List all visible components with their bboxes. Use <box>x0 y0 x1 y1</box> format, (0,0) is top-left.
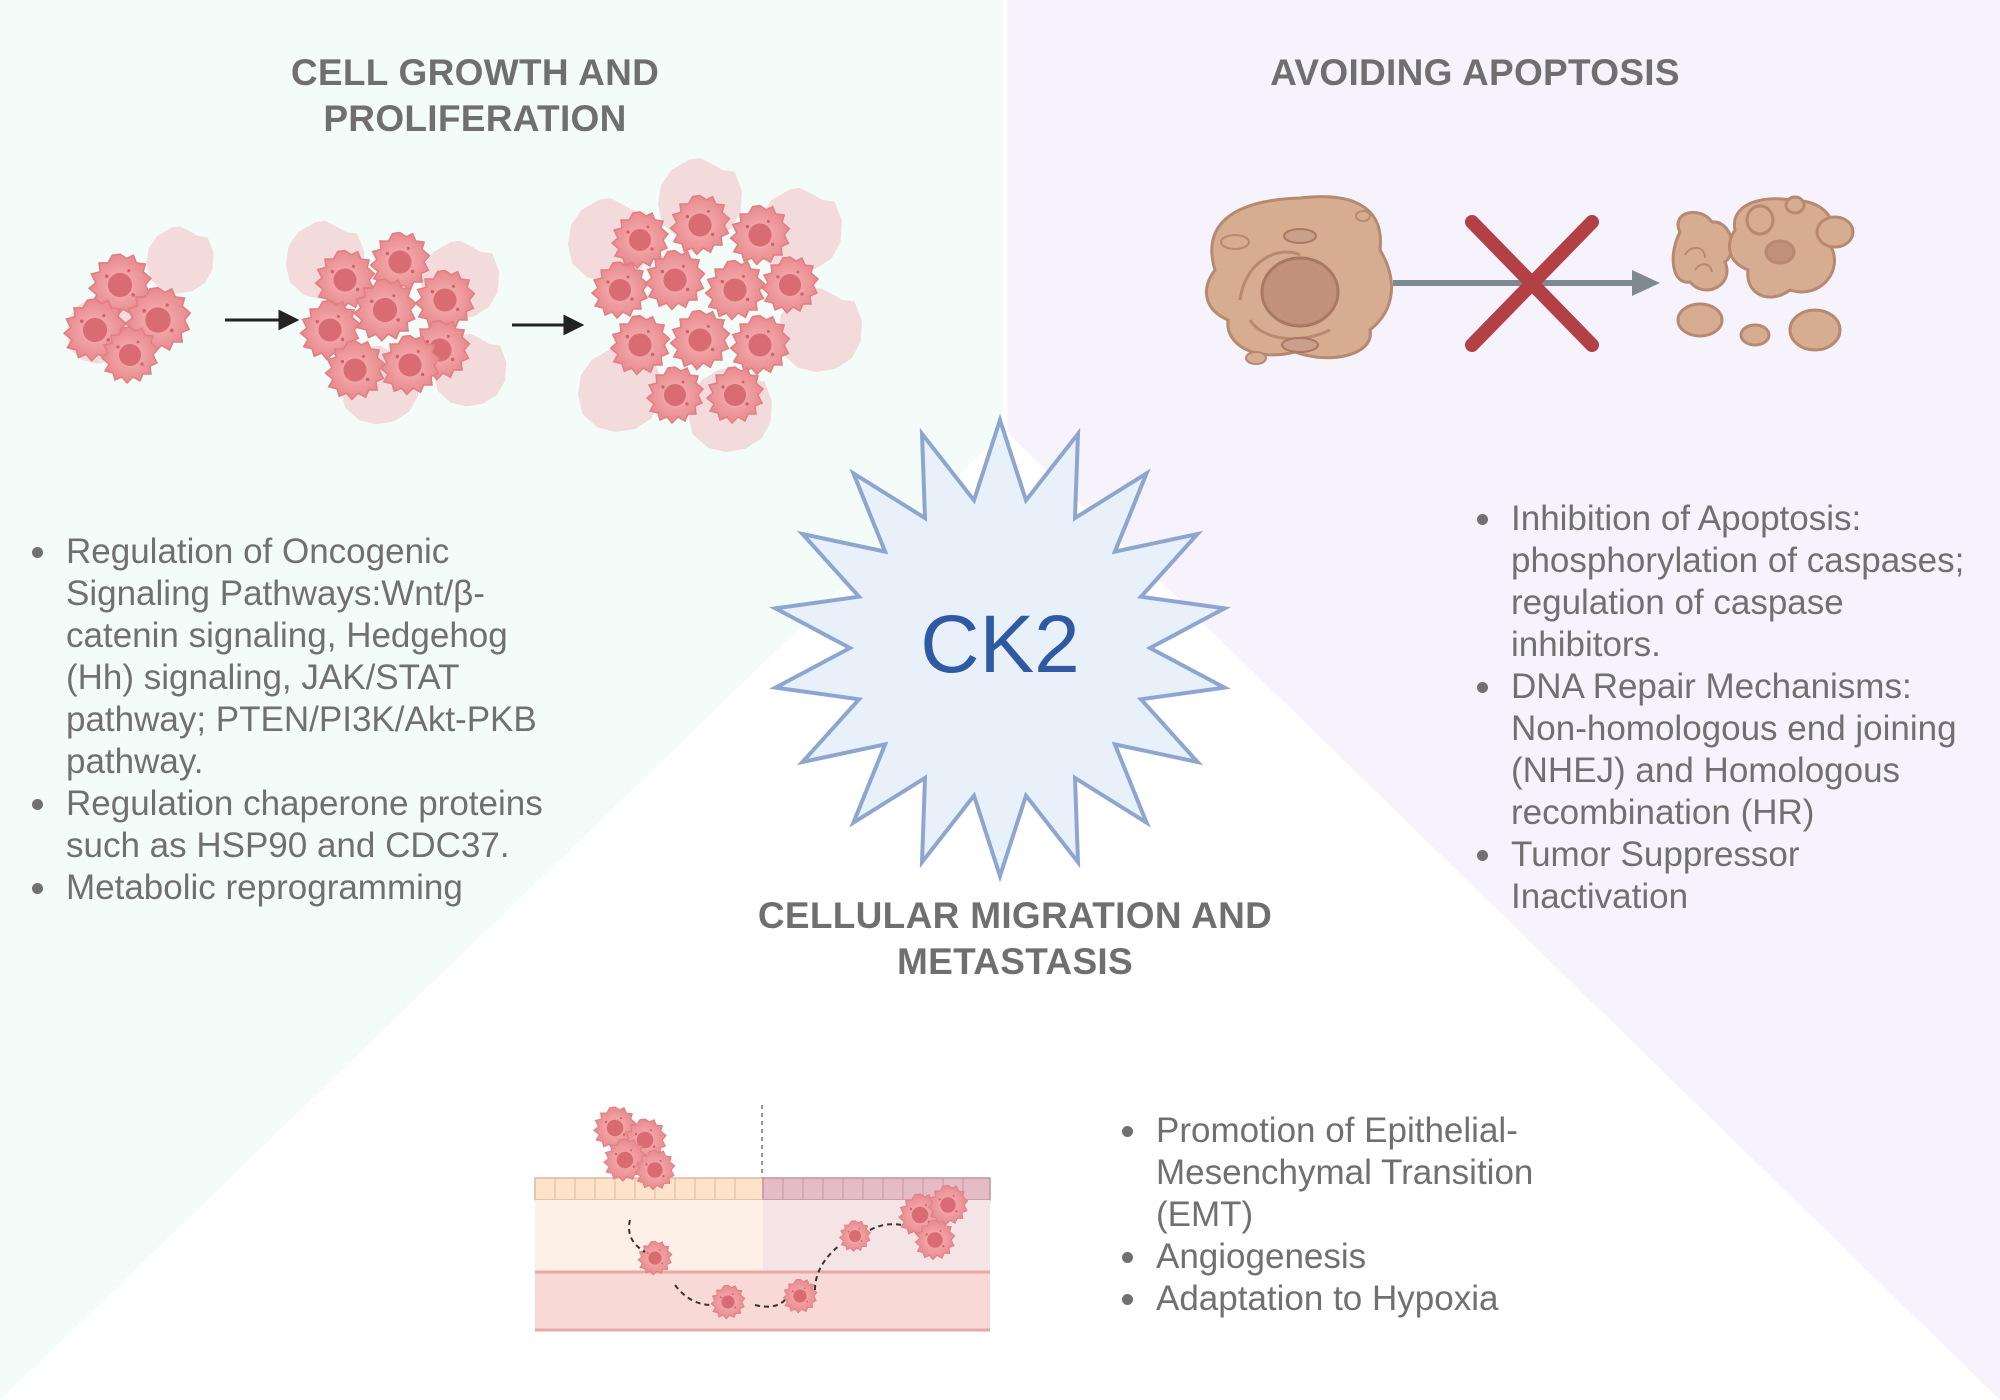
apoptosis-bullets: Inhibition of Apoptosis: phosphorylation… <box>1475 498 1965 918</box>
block-cross <box>1465 215 1599 352</box>
migration-title: CELLULAR MIGRATION AND METASTASIS <box>757 895 1273 982</box>
apoptosis-bullet-dna-repair: DNA Repair Mechanisms: Non-homologous en… <box>1475 666 1965 834</box>
healthy-cell <box>1205 195 1393 365</box>
apoptotic-cell <box>1671 195 1855 352</box>
growth-bullets: Regulation of Oncogenic Signaling Pathwa… <box>30 531 560 909</box>
growth-bullet-signaling: Regulation of Oncogenic Signaling Pathwa… <box>30 531 560 783</box>
growth-title: CELL GROWTH AND PROLIFERATION <box>290 52 660 139</box>
migration-bullets: Promotion of Epithelial-Mesenchymal Tran… <box>1120 1110 1590 1320</box>
migration-bullet-angiogenesis: Angiogenesis <box>1120 1236 1590 1278</box>
arrow-2 <box>512 314 585 336</box>
ck2-label: CK2 <box>920 599 1080 690</box>
apoptosis-arrow <box>1393 270 1660 296</box>
migration-bullet-emt: Promotion of Epithelial-Mesenchymal Tran… <box>1120 1110 1590 1236</box>
growth-bullet-chaperone: Regulation chaperone proteins such as HS… <box>30 783 560 867</box>
apoptosis-title: AVOIDING APOPTOSIS <box>1270 52 1680 93</box>
arrow-1 <box>225 309 300 331</box>
growth-bullet-metabolic: Metabolic reprogramming <box>30 867 560 909</box>
migration-bullet-hypoxia: Adaptation to Hypoxia <box>1120 1278 1590 1320</box>
apoptosis-bullet-inhibition: Inhibition of Apoptosis: phosphorylation… <box>1475 498 1965 666</box>
metastasis-illustration <box>534 1105 991 1332</box>
apoptosis-bullet-tumor-suppressor: Tumor Suppressor Inactivation <box>1475 834 1965 918</box>
ck2-starburst-shape <box>769 413 1231 883</box>
